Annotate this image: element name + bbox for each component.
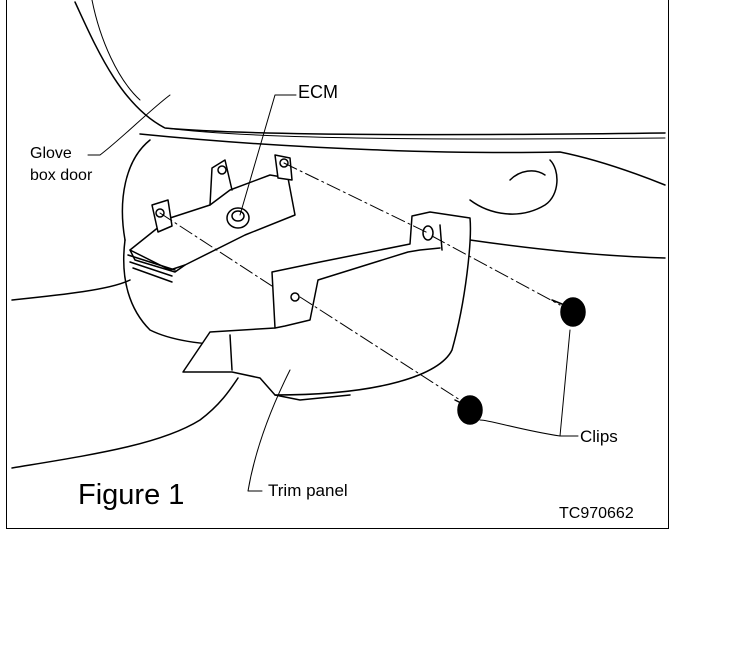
glove-box-door-label-line2: box door <box>30 167 93 184</box>
trim-panel-label: Trim panel <box>268 481 348 500</box>
guide-lines <box>159 162 561 401</box>
ecm-label: ECM <box>298 82 338 102</box>
clips-label: Clips <box>580 427 618 446</box>
clip-upper <box>551 297 586 327</box>
trim-panel <box>182 211 472 401</box>
ecm-module <box>127 154 296 283</box>
dashboard-outline <box>11 1 666 469</box>
clip-lower <box>454 395 483 425</box>
figure-title: Figure 1 <box>78 479 185 511</box>
figure-code: TC970662 <box>559 505 634 522</box>
glove-box-door-outline <box>121 139 151 241</box>
leader-lines <box>87 94 579 492</box>
glove-box-door-label-line1: Glove <box>30 145 72 162</box>
